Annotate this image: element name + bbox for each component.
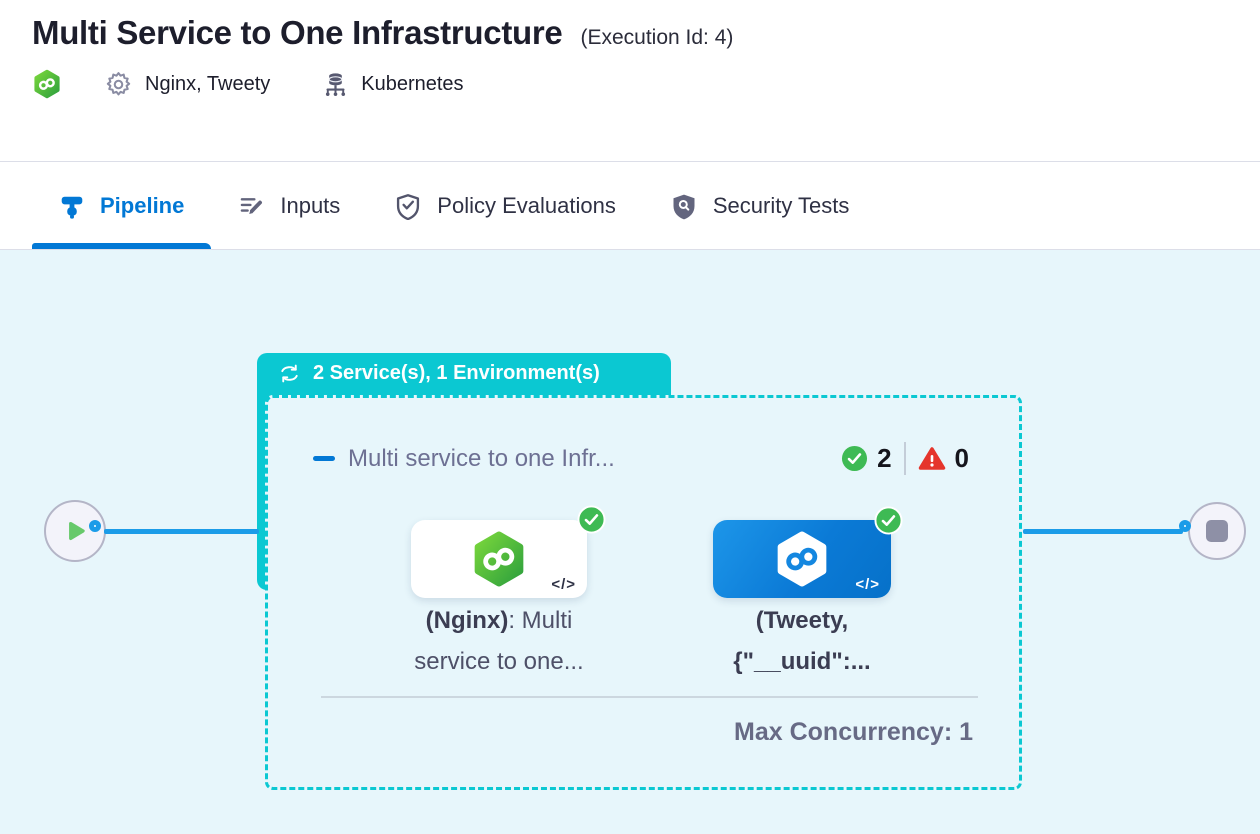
tab-pipeline[interactable]: Pipeline — [32, 162, 212, 249]
cd-module-hexagon-icon — [32, 69, 62, 99]
stage-node-nginx[interactable]: </> — [411, 520, 587, 598]
tab-inputs[interactable]: Inputs — [211, 162, 367, 249]
infrastructure-name: Kubernetes — [361, 72, 464, 95]
stop-icon — [1206, 520, 1228, 542]
failed-count: 0 — [954, 443, 969, 473]
pipeline-icon — [59, 193, 85, 219]
stage-status-check-icon — [874, 506, 903, 535]
code-chevrons-icon: </> — [551, 576, 576, 593]
tab-label: Policy Evaluations — [437, 192, 616, 218]
policy-evaluations-icon — [394, 192, 422, 220]
page-header: Multi Service to One Infrastructure (Exe… — [0, 0, 1260, 162]
tab-policy-evaluations[interactable]: Policy Evaluations — [367, 162, 643, 249]
code-chevrons-icon: </> — [855, 576, 880, 593]
tab-label: Pipeline — [100, 192, 185, 218]
status-divider — [903, 442, 906, 475]
services-list: Nginx, Tweety — [145, 72, 271, 95]
security-tests-icon — [670, 192, 698, 220]
stage-node-label: (Nginx): Multi service to one... — [364, 600, 634, 682]
pipeline-canvas: 2 Service(s), 1 Environment(s) Multi ser… — [0, 250, 1260, 834]
gear-icon — [104, 70, 133, 99]
tab-security-tests[interactable]: Security Tests — [643, 162, 877, 249]
connector-line-left — [104, 529, 259, 534]
tab-label: Inputs — [280, 192, 341, 218]
success-check-icon — [841, 445, 868, 472]
step-name-line2: service to one... — [414, 648, 584, 675]
max-concurrency-label: Max Concurrency: 1 — [734, 718, 973, 746]
stage-node-label: (Tweety, {"__uuid":... — [667, 600, 937, 682]
step-name-bold: (Tweety, — [755, 607, 849, 634]
connector-port-left[interactable] — [89, 520, 101, 532]
step-name-line2: {"__uuid":... — [733, 648, 871, 675]
stage-divider — [321, 696, 978, 698]
step-name-bold: (Nginx) — [425, 607, 509, 634]
play-icon — [60, 516, 90, 546]
stage-group-panel: Multi service to one Infr... 2 — [265, 395, 1022, 790]
stage-group-title: Multi service to one Infr... — [348, 444, 615, 472]
stage-group-header: Multi service to one Infr... 2 — [313, 442, 969, 475]
stage-status-check-icon — [577, 505, 606, 534]
harness-hexagon-icon — [773, 530, 831, 588]
tab-bar: Pipeline Inputs Policy Evaluations — [0, 162, 1260, 250]
loop-badge-label: 2 Service(s), 1 Environment(s) — [313, 362, 600, 384]
harness-hexagon-icon — [470, 530, 528, 588]
end-node[interactable] — [1188, 502, 1246, 560]
connector-port-right[interactable] — [1179, 520, 1191, 532]
tab-label: Security Tests — [712, 192, 850, 218]
inputs-icon — [238, 192, 265, 219]
stage-node-tweety[interactable]: </> — [713, 520, 891, 598]
warning-triangle-icon — [918, 445, 946, 473]
success-count: 2 — [877, 443, 892, 473]
connector-line-right — [1023, 529, 1183, 534]
page-title: Multi Service to One Infrastructure — [32, 14, 563, 51]
execution-id: (Execution Id: 4) — [580, 26, 734, 49]
step-name-rest: : Multi — [508, 607, 573, 634]
stage-status-summary: 2 0 — [841, 442, 969, 475]
loop-icon — [277, 361, 302, 386]
collapse-minus-icon[interactable] — [313, 456, 335, 461]
infrastructure-icon — [322, 71, 349, 98]
